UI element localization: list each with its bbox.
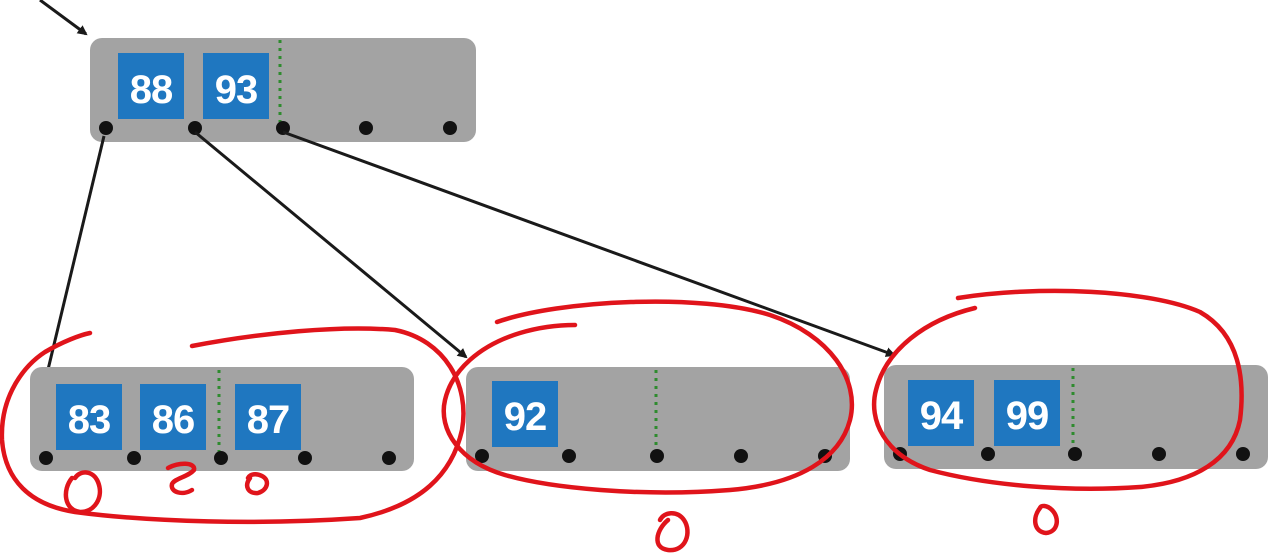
edge-root-to-leaf-3 bbox=[282, 130, 896, 357]
root-key-1: 88 bbox=[130, 68, 173, 112]
root-node: 88 93 bbox=[90, 38, 476, 142]
circle-around-leaf-2 bbox=[441, 299, 855, 495]
leaf1-key-box-2 bbox=[140, 384, 206, 450]
circle-around-leaf-3 bbox=[871, 288, 1244, 491]
leaf2-key-1: 92 bbox=[504, 395, 547, 439]
leaf1-pointer-2 bbox=[127, 451, 141, 465]
root-pointer-3 bbox=[276, 121, 290, 135]
handwritten-annotations bbox=[0, 288, 1244, 553]
leaf1-key-box-1 bbox=[56, 384, 122, 450]
leaf1-pointer-5 bbox=[382, 451, 396, 465]
root-key-box-1 bbox=[118, 53, 184, 119]
leaf3-pointer-2 bbox=[981, 447, 995, 461]
zero-mark-leaf3 bbox=[1032, 503, 1060, 536]
leaf1-key-1: 83 bbox=[68, 398, 111, 442]
leaf3-key-box-2 bbox=[994, 380, 1060, 446]
leaf3-key-1: 94 bbox=[920, 394, 964, 438]
leaf1-pointer-1 bbox=[39, 451, 53, 465]
edge-root-to-leaf-1 bbox=[43, 135, 106, 380]
zero-mark-leaf1-ptr2 bbox=[165, 461, 197, 496]
root-pointer-4 bbox=[359, 121, 373, 135]
root-key-2: 93 bbox=[215, 68, 258, 112]
leaf2-key-box-1 bbox=[492, 381, 558, 447]
leaf1-pointer-4 bbox=[298, 451, 312, 465]
root-pointer-5 bbox=[443, 121, 457, 135]
leaf-node-1: 83 86 87 bbox=[30, 367, 414, 471]
leaf3-pointer-4 bbox=[1152, 447, 1166, 461]
leaf1-pointer-3 bbox=[214, 451, 228, 465]
leaf1-key-box-3 bbox=[235, 384, 301, 450]
leaf3-key-box-1 bbox=[908, 380, 974, 446]
leaf-node-3: 94 99 bbox=[884, 365, 1268, 469]
leaf1-key-3: 87 bbox=[247, 398, 290, 442]
root-pointer-2 bbox=[188, 121, 202, 135]
zero-mark-leaf2 bbox=[655, 511, 690, 553]
leaf1-key-2: 86 bbox=[152, 398, 195, 442]
root-pointer-1 bbox=[99, 121, 113, 135]
circle-around-leaf-1 bbox=[0, 326, 466, 525]
leaf3-pointer-3 bbox=[1068, 447, 1082, 461]
zero-mark-leaf1-ptr1 bbox=[63, 470, 103, 515]
root-incoming-arrow bbox=[39, 0, 88, 36]
leaf2-pointer-2 bbox=[562, 449, 576, 463]
leaf3-key-2: 99 bbox=[1006, 394, 1049, 438]
leaf3-pointer-5 bbox=[1236, 447, 1250, 461]
leaf2-pointer-4 bbox=[734, 449, 748, 463]
zero-mark-leaf1-ptr3 bbox=[245, 472, 270, 496]
leaf2-pointer-3 bbox=[650, 449, 664, 463]
leaf2-pointer-1 bbox=[475, 449, 489, 463]
leaf-node-2: 92 bbox=[466, 367, 850, 471]
root-key-box-2 bbox=[203, 53, 269, 119]
edge-root-to-leaf-2 bbox=[194, 130, 468, 359]
